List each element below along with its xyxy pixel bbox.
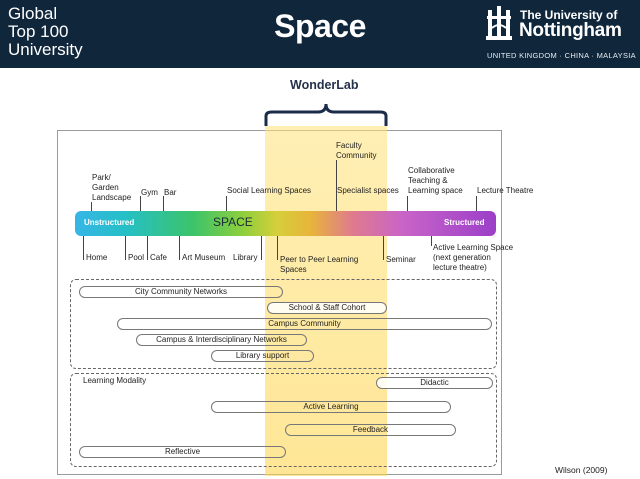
university-the-text: The University of <box>520 8 618 22</box>
space-spectrum-bar <box>75 211 496 236</box>
label-peer-to-peer: Peer to Peer Learning Spaces <box>280 255 359 274</box>
pill-reflective: Reflective <box>79 446 286 458</box>
community-group <box>70 279 497 369</box>
global-top-100-text: Global Top 100 University <box>8 5 83 59</box>
label-home: Home <box>86 253 108 262</box>
label-collaborative: Collaborative Teaching & Learning space <box>408 166 463 195</box>
wonderlab-label: WonderLab <box>290 78 359 92</box>
label-social-learning: Social Learning Spaces <box>227 186 312 195</box>
citation: Wilson (2009) <box>555 465 608 475</box>
header-left-line-1: Global <box>8 4 58 23</box>
pill-school-staff: School & Staff Cohort <box>267 302 387 314</box>
pill-city-community: City Community Networks <box>79 286 283 298</box>
label-specialist-spaces: Specialist spaces <box>337 186 399 195</box>
label-faculty-community: Faculty Community <box>336 141 377 160</box>
tick-active-space <box>431 236 432 246</box>
label-active-learning-space: Active Learning Space (next generation l… <box>433 243 514 272</box>
tick-social <box>226 196 227 212</box>
header-banner: Global Top 100 University Space The Univ… <box>0 0 640 68</box>
learning-modality-title: Learning Modality <box>83 376 147 385</box>
label-library: Library <box>233 253 258 262</box>
label-pool: Pool <box>128 253 145 262</box>
tick-gym <box>140 196 141 212</box>
university-name: Nottingham <box>519 20 622 41</box>
label-gym: Gym <box>141 188 158 197</box>
university-locations: UNITED KINGDOM · CHINA · MALAYSIA <box>487 51 636 60</box>
tick-seminar <box>383 236 384 260</box>
label-park-garden: Park/ Garden Landscape <box>92 173 132 202</box>
tick-specialist <box>336 160 337 212</box>
castle-crest-icon <box>486 6 512 40</box>
tick-park <box>91 202 92 212</box>
tick-cafe <box>147 236 148 260</box>
label-bar: Bar <box>164 188 177 197</box>
wonderlab-bracket <box>264 103 388 126</box>
label-seminar: Seminar <box>386 255 416 264</box>
pill-didactic: Didactic <box>376 377 493 389</box>
page-title: Space <box>274 8 366 44</box>
header-left-line-2: Top 100 <box>8 22 69 41</box>
tick-collab <box>407 196 408 212</box>
label-cafe: Cafe <box>150 253 167 262</box>
tick-peer <box>277 236 278 260</box>
tick-art <box>179 236 180 260</box>
tick-home <box>83 236 84 260</box>
tick-lecture <box>476 196 477 212</box>
learning-modality-group <box>70 373 497 467</box>
wonderlab-highlight-band <box>265 126 387 476</box>
pill-campus-community: Campus Community <box>117 318 492 330</box>
spectrum-unstructured: Unstructured <box>84 218 135 227</box>
tick-bar <box>163 196 164 212</box>
pill-feedback: Feedback <box>285 424 456 436</box>
spectrum-structured: Structured <box>444 218 485 227</box>
pill-active-learning: Active Learning <box>211 401 451 413</box>
label-lecture-theatre: Lecture Theatre <box>477 186 534 195</box>
pill-library-support: Library support <box>211 350 314 362</box>
tick-library <box>261 236 262 260</box>
pill-interdisciplinary: Campus & Interdisciplinary Networks <box>136 334 307 346</box>
label-art-museum: Art Museum <box>182 253 226 262</box>
header-left-line-3: University <box>8 40 83 59</box>
tick-pool <box>125 236 126 260</box>
spectrum-space: SPACE <box>213 215 253 229</box>
